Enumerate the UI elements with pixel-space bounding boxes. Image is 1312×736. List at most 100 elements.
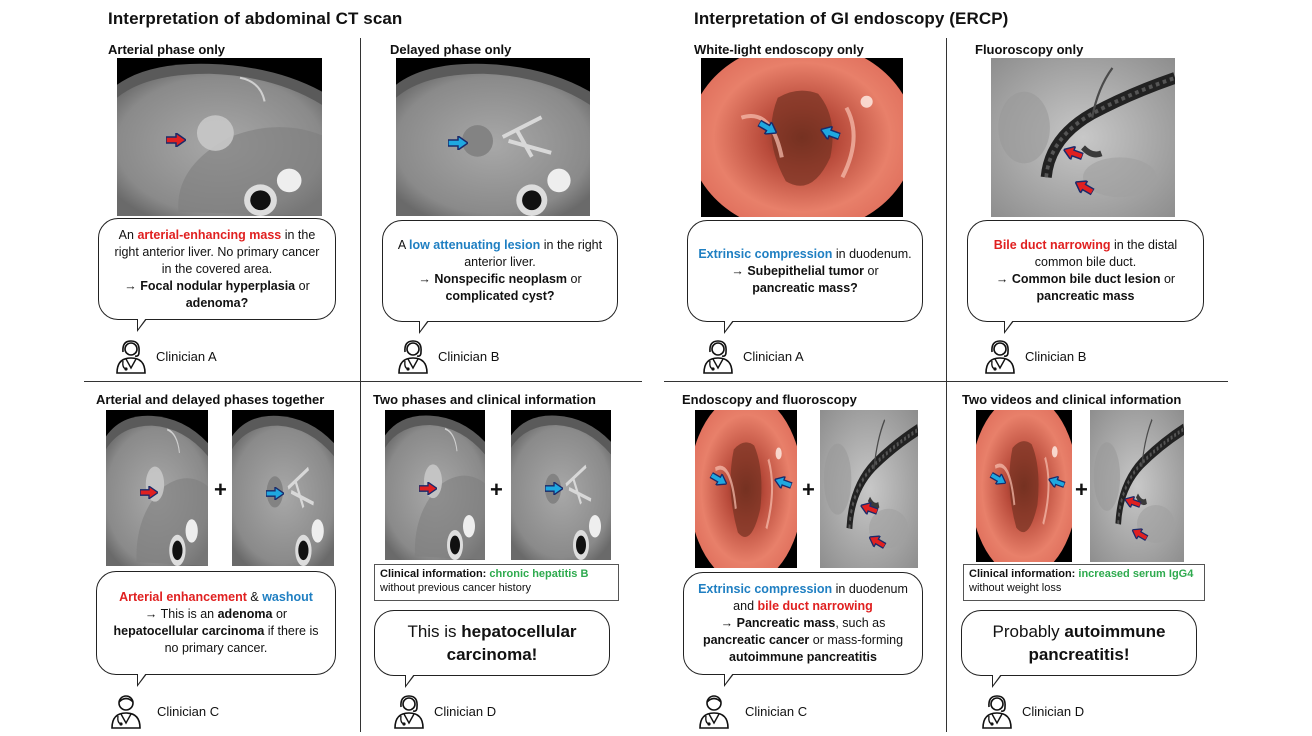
divider-gi-vertical — [946, 38, 947, 732]
speech-bubble-p3: Extrinsic compression in duodenum. → Sub… — [687, 220, 923, 334]
info-text: without previous cancer history — [380, 582, 532, 594]
clinician-label: Clinician A — [743, 348, 804, 364]
arrow-marker-icon — [166, 133, 186, 147]
bubble-text: or — [272, 607, 288, 621]
clinical-info-box: Clinical information: increased serum Ig… — [963, 564, 1205, 601]
arrow-marker-icon — [545, 482, 563, 495]
clinician-a-gi: Clinician A — [701, 338, 804, 374]
bubble-text: or mass-forming — [809, 633, 904, 647]
bubble-arrow-text: → — [995, 272, 1012, 286]
info-value: chronic hepatitis B — [489, 568, 589, 580]
clinician-avatar-icon — [114, 338, 148, 374]
bubble-bold: Focal nodular hyperplasia — [140, 278, 296, 293]
arrow-marker-icon — [266, 487, 284, 500]
speech-bubble-p2: A low attenuating lesion in the right an… — [382, 220, 618, 334]
speech-bubble-p4: Bile duct narrowing in the distal common… — [967, 220, 1204, 334]
bubble-bold: pancreatic mass — [1036, 289, 1135, 303]
bubble-arrow-text: → — [124, 278, 141, 293]
panel-title-fluoroscopy: Fluoroscopy only — [975, 42, 1084, 57]
bubble-bold: adenoma — [217, 607, 273, 621]
clinician-avatar-icon — [983, 338, 1017, 374]
bubble-bold: Common bile duct lesion — [1011, 272, 1161, 286]
bubble-bold: adenoma? — [185, 295, 249, 310]
panel-title-arterial-delayed: Arterial and delayed phases together — [96, 392, 325, 407]
info-value: increased serum IgG4 — [1078, 568, 1194, 580]
bubble-text: if there is no primary cancer. — [164, 624, 319, 655]
plus-sign: + — [802, 477, 815, 502]
bubble-text: in the right anterior liver. No primary … — [114, 227, 320, 276]
bubble-text: or — [1160, 272, 1176, 286]
bubble-highlight: Extrinsic compression — [698, 246, 833, 261]
bubble-text: & — [246, 590, 263, 604]
info-label: Clinical information: — [969, 568, 1079, 580]
bubble-text: This is — [407, 622, 462, 641]
panel-title-delayed: Delayed phase only — [390, 42, 512, 57]
panel-title-two-videos: Two videos and clinical information — [962, 392, 1182, 407]
bubble-bold: Subepithelial tumor — [747, 263, 865, 278]
bubble-bold: hepatocellular carcinoma! — [446, 622, 577, 664]
bubble-arrow-text: → — [731, 263, 748, 278]
divider-gi-horizontal — [664, 381, 1228, 382]
arrow-marker-icon — [419, 482, 437, 495]
bubble-text: , such as — [835, 616, 886, 630]
bubble-text: in duodenum and — [733, 582, 908, 613]
bubble-bold: Nonspecific neoplasm — [434, 272, 568, 286]
plus-sign: + — [490, 477, 503, 502]
clinician-c-gi: Clinician C — [697, 693, 807, 729]
divider-ct-horizontal — [84, 381, 642, 382]
speech-bubble-p1: An arterial-enhancing mass in the right … — [98, 218, 336, 332]
bubble-text: in the distal common bile duct. — [1034, 238, 1178, 269]
clinician-label: Clinician C — [745, 703, 808, 719]
clinician-label: Clinician C — [157, 703, 220, 719]
arrow-marker-icon — [140, 486, 158, 499]
bubble-highlight: Bile duct narrowing — [993, 238, 1111, 252]
clinician-label: Clinician D — [1022, 703, 1085, 719]
bubble-arrow-text: → — [418, 272, 435, 286]
panel-title-white-light: White-light endoscopy only — [694, 42, 864, 57]
plus-sign: + — [1075, 477, 1088, 502]
bubble-text: in duodenum. — [832, 246, 912, 261]
bubble-text: Probably — [992, 622, 1065, 641]
bubble-bold: autoimmune pancreatitis! — [1028, 622, 1166, 664]
clinician-label: Clinician B — [438, 348, 500, 364]
bubble-bold: pancreatic cancer — [702, 633, 810, 647]
bubble-highlight: washout — [262, 590, 313, 604]
bubble-text: in the right anterior liver. — [464, 238, 603, 269]
bubble-bold: hepatocellular carcinoma — [113, 624, 265, 638]
bubble-text: or — [295, 278, 310, 293]
clinician-b-ct: Clinician B — [396, 338, 499, 374]
speech-bubble-p6: This is hepatocellular carcinoma! — [374, 610, 610, 688]
bubble-arrow-text: → This is an — [144, 607, 218, 621]
bubble-highlight: bile duct narrowing — [757, 599, 873, 613]
bubble-bold: pancreatic mass? — [752, 280, 858, 295]
bubble-text: or — [567, 272, 582, 286]
speech-bubble-p5: Arterial enhancement & washout → This is… — [96, 571, 336, 687]
clinician-d-gi: Clinician D — [980, 693, 1084, 729]
endoscopy-image — [701, 58, 903, 217]
bubble-bold: complicated cyst? — [445, 289, 555, 303]
clinician-avatar-icon — [701, 338, 735, 374]
clinician-b-gi: Clinician B — [983, 338, 1086, 374]
info-text: without weight loss — [969, 582, 1062, 594]
clinician-label: Clinician D — [434, 703, 497, 719]
clinician-a-ct: Clinician A — [114, 338, 217, 374]
clinician-avatar-icon — [396, 338, 430, 374]
panel-title-endo-fluoro: Endoscopy and fluoroscopy — [682, 392, 857, 407]
panel-title-arterial: Arterial phase only — [108, 42, 226, 57]
clinician-avatar-icon — [109, 693, 143, 729]
bubble-highlight: Extrinsic compression — [698, 582, 833, 596]
plus-sign: + — [214, 477, 227, 502]
bubble-bold: Pancreatic mass — [736, 616, 836, 630]
info-label: Clinical information: — [380, 568, 490, 580]
clinician-label: Clinician A — [156, 348, 217, 364]
clinician-avatar-icon — [392, 693, 426, 729]
bubble-text: A — [397, 238, 409, 252]
clinician-avatar-icon — [980, 693, 1014, 729]
clinician-c-ct: Clinician C — [109, 693, 219, 729]
clinical-info-box: Clinical information: chronic hepatitis … — [374, 564, 619, 601]
ct-arterial-image — [117, 58, 322, 216]
ct-section-title: Interpretation of abdominal CT scan — [108, 9, 403, 28]
clinician-label: Clinician B — [1025, 348, 1087, 364]
ct-delayed-image — [396, 58, 590, 216]
speech-bubble-p8: Probably autoimmune pancreatitis! — [961, 610, 1197, 688]
